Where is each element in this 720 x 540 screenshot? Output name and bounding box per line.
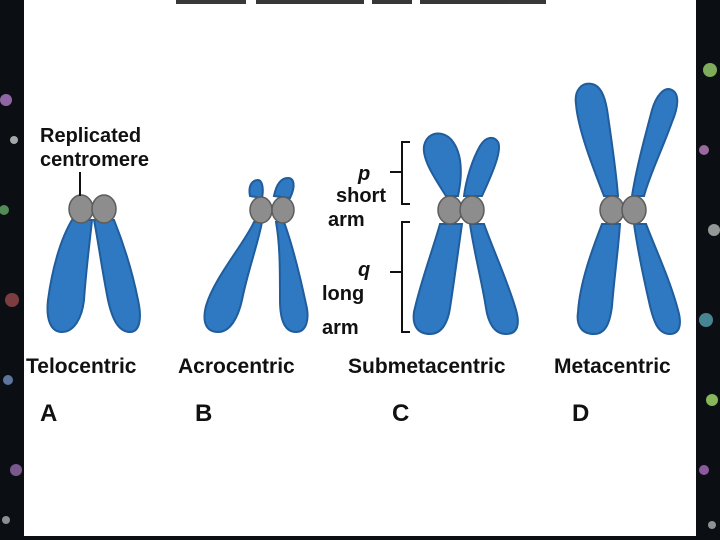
short-arm-right bbox=[272, 176, 295, 200]
letter-c: C bbox=[392, 400, 409, 427]
long-arm-left bbox=[203, 221, 264, 334]
centromere-left bbox=[249, 196, 273, 224]
long-arm-right bbox=[468, 223, 519, 336]
label-metacentric: Metacentric bbox=[554, 355, 671, 378]
chromatid-right bbox=[92, 219, 141, 334]
letter-d: D bbox=[572, 400, 589, 427]
centromere-left bbox=[68, 194, 94, 224]
upper-arm-right bbox=[630, 88, 679, 197]
upper-arm-left bbox=[574, 82, 620, 197]
centromere-left bbox=[437, 195, 463, 225]
replicated-label-line2: centromere bbox=[40, 149, 149, 171]
letter-a: A bbox=[40, 400, 57, 427]
label-telocentric: Telocentric bbox=[26, 355, 137, 378]
long-arm-right bbox=[274, 221, 309, 334]
long-arm-bracket bbox=[390, 221, 410, 333]
centromere-right bbox=[459, 195, 485, 225]
label-acrocentric: Acrocentric bbox=[178, 355, 295, 378]
centromere-right bbox=[621, 195, 647, 225]
short-arm-right bbox=[462, 136, 500, 197]
lower-arm-right bbox=[632, 223, 681, 336]
replicated-label-line1: Replicated bbox=[40, 125, 141, 147]
chromosome-telocentric bbox=[46, 194, 141, 334]
cut-off-title bbox=[176, 0, 546, 4]
background-sparkles bbox=[0, 63, 720, 529]
lower-arm-left bbox=[576, 223, 622, 336]
long-arm-left bbox=[412, 223, 464, 336]
centromere-right bbox=[271, 196, 295, 224]
long-arm-label-line2: arm bbox=[322, 317, 359, 339]
chromosome-submetacentric bbox=[412, 132, 519, 336]
chromosome-metacentric bbox=[574, 82, 681, 336]
short-arm-label-line2: arm bbox=[328, 209, 365, 231]
short-arm-bracket bbox=[390, 141, 410, 205]
centromere-left bbox=[599, 195, 625, 225]
long-arm-label-line1: long bbox=[322, 283, 364, 305]
q-label: q bbox=[358, 259, 370, 281]
short-arm-label-line1: short bbox=[336, 185, 386, 207]
letter-b: B bbox=[195, 400, 212, 427]
chromosome-acrocentric bbox=[203, 176, 309, 334]
p-label: p bbox=[357, 163, 370, 185]
short-arm-left bbox=[248, 178, 264, 200]
chromatid-left bbox=[46, 219, 94, 334]
short-arm-left bbox=[422, 132, 462, 197]
label-submetacentric: Submetacentric bbox=[348, 355, 506, 378]
centromere-right bbox=[91, 194, 117, 224]
